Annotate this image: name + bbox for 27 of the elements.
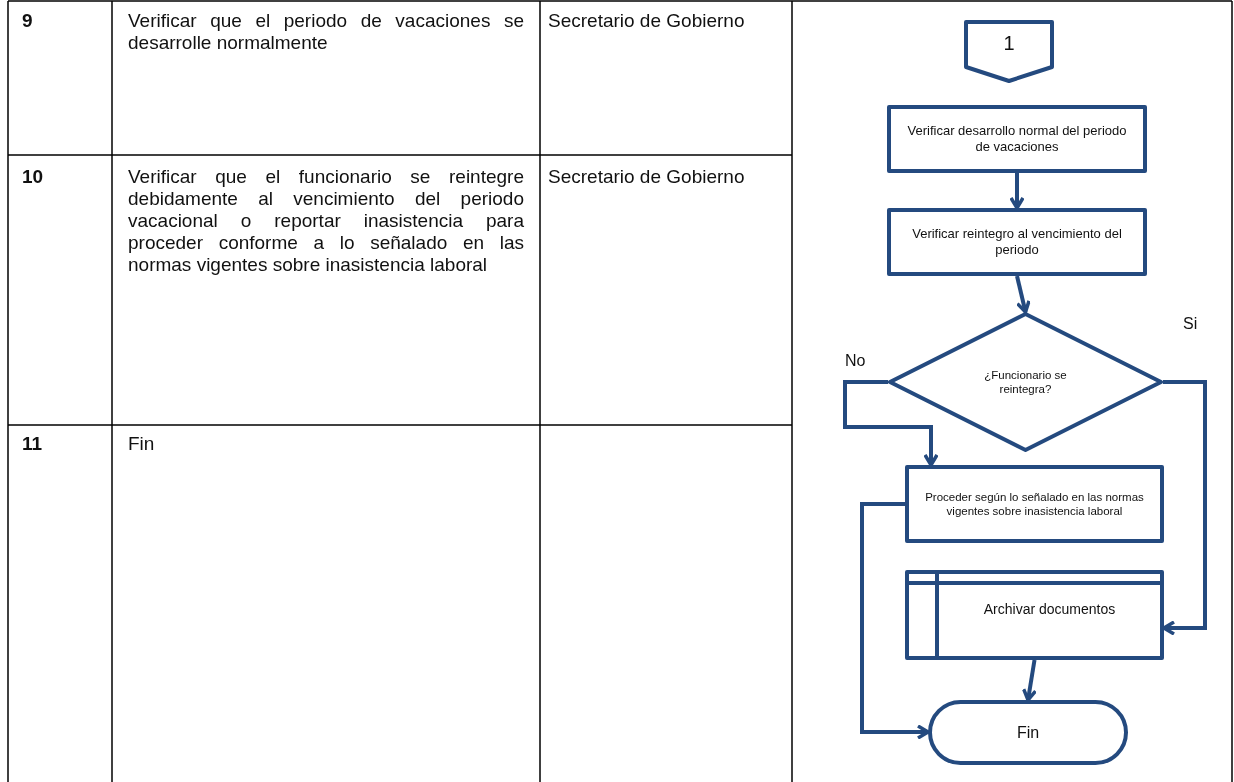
node-label: Fin <box>1016 722 1040 743</box>
arrow <box>1021 659 1038 702</box>
table-cell-text: Verificar que el periodo de vacaciones se desarrolle normalmente <box>128 10 524 54</box>
process-box <box>905 465 1164 543</box>
step-number: 9 <box>22 10 34 32</box>
off-page-connector <box>964 20 1054 83</box>
table-cell-text: Fin <box>128 433 156 455</box>
node-label: Proceder según lo señalado en las normas vigentes sobre inasistencia laboral <box>924 489 1145 519</box>
node-label: ¿Funcionario se reintegra? <box>983 367 1068 397</box>
node-label: Archivar documentos <box>983 601 1116 619</box>
node-label: Verificar reintegro al vencimiento del periodo <box>911 225 1123 259</box>
process-box <box>887 208 1147 276</box>
table-cell-text: Secretario de Gobierno <box>548 166 746 188</box>
arrow <box>1162 380 1207 636</box>
arrow <box>1015 275 1031 314</box>
process-box <box>887 105 1147 173</box>
decision-diamond <box>888 312 1163 452</box>
predefined-process-box <box>905 570 1164 660</box>
step-number: 10 <box>22 166 45 188</box>
arrow <box>843 380 939 467</box>
arrow <box>860 502 930 740</box>
table-cell-text: Secretario de Gobierno <box>548 10 746 32</box>
node-label: 1 <box>1003 31 1015 56</box>
node-label: Verificar desarrollo normal del periodo de vacaciones <box>906 122 1128 156</box>
arrow <box>1009 173 1025 210</box>
step-number: 11 <box>22 433 44 455</box>
table-cell-text: Verificar que el funcionario se reintegre debidamente al vencimiento del periodo vacacional o reportar inasistencia para proceder conforme a lo señalado en las normas vigentes sobre inasistencia laboral <box>128 166 524 276</box>
